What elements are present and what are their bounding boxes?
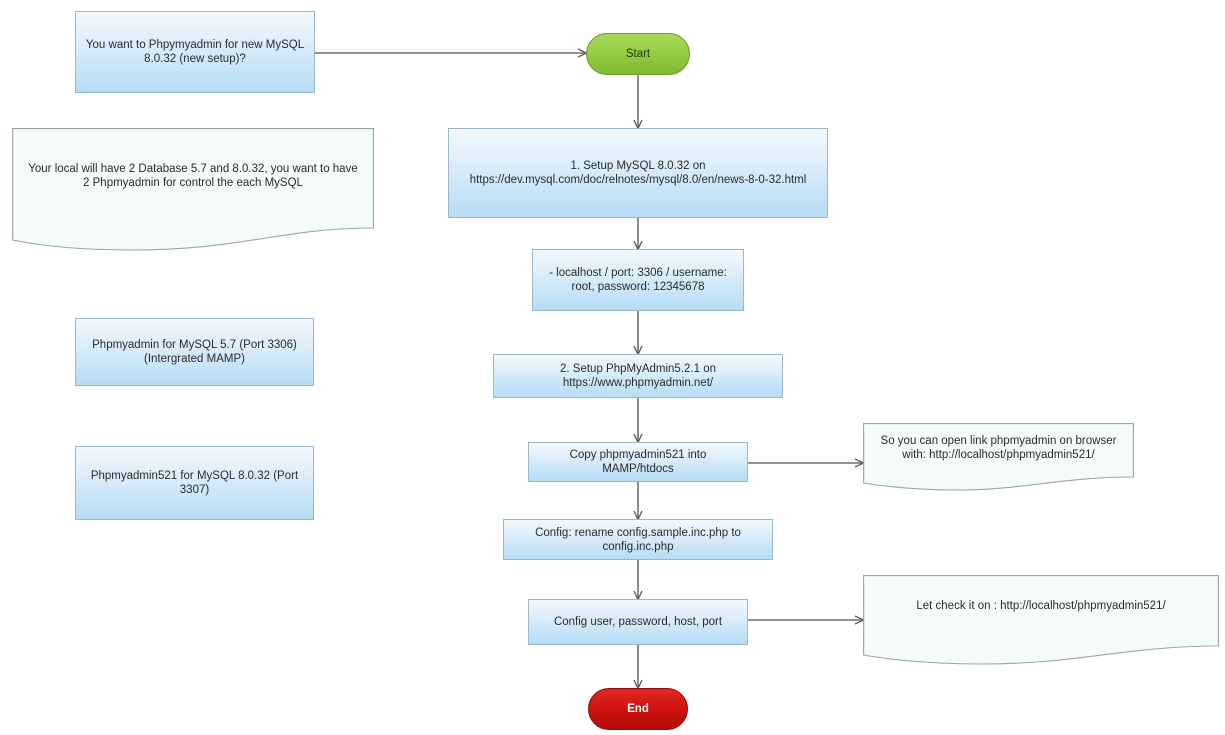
- node-check-it-note-label: Let check it on : http://localhost/phpmy…: [916, 600, 1166, 612]
- document-shape-check-it: [863, 575, 1219, 665]
- node-setup-mysql[interactable]: 1. Setup MySQL 8.0.32 on https://dev.mys…: [448, 128, 828, 218]
- node-setup-phpmyadmin[interactable]: 2. Setup PhpMyAdmin5.2.1 on https://www.…: [493, 354, 783, 398]
- node-pma-521-note-label: Phpmyadmin521 for MySQL 8.0.32 (Port 330…: [90, 470, 299, 496]
- node-open-link-note-label: So you can open link phpmyadmin on brows…: [880, 435, 1117, 461]
- node-setup-mysql-label: 1. Setup MySQL 8.0.32 on https://dev.mys…: [469, 160, 807, 186]
- node-pma-57-note-label: Phpmyadmin for MySQL 5.7 (Port 3306) (In…: [92, 339, 297, 365]
- document-shape-open-link: [863, 423, 1134, 491]
- node-pma-521-note[interactable]: Phpmyadmin521 for MySQL 8.0.32 (Port 330…: [75, 446, 314, 520]
- node-pma-57-note[interactable]: Phpmyadmin for MySQL 5.7 (Port 3306) (In…: [75, 318, 314, 386]
- node-local-db-note-label: Your local will have 2 Database 5.7 and …: [28, 163, 358, 189]
- node-copy-to-htdocs-label: Copy phpmyadmin521 into MAMP/htdocs: [569, 449, 707, 475]
- node-question-note-label: You want to Phpymyadmin for new MySQL 8.…: [85, 39, 305, 65]
- node-rename-config[interactable]: Config: rename config.sample.inc.php to …: [503, 519, 773, 560]
- node-config-user[interactable]: Config user, password, host, port: [528, 599, 748, 645]
- node-end-label: End: [627, 703, 649, 715]
- node-start-label: Start: [625, 48, 651, 60]
- node-end[interactable]: End: [588, 688, 688, 730]
- node-copy-to-htdocs[interactable]: Copy phpmyadmin521 into MAMP/htdocs: [528, 442, 748, 482]
- node-config-user-label: Config user, password, host, port: [553, 616, 723, 628]
- node-local-db-note[interactable]: Your local will have 2 Database 5.7 and …: [12, 128, 374, 251]
- document-shape-local-db: [12, 128, 374, 251]
- node-credentials-label: - localhost / port: 3306 / username: roo…: [549, 267, 727, 293]
- node-open-link-note[interactable]: So you can open link phpmyadmin on brows…: [863, 423, 1134, 491]
- node-check-it-note[interactable]: Let check it on : http://localhost/phpmy…: [863, 575, 1219, 665]
- node-question-note[interactable]: You want to Phpymyadmin for new MySQL 8.…: [75, 11, 315, 93]
- node-rename-config-label: Config: rename config.sample.inc.php to …: [535, 526, 741, 553]
- node-start[interactable]: Start: [586, 33, 690, 75]
- node-setup-phpmyadmin-label: 2. Setup PhpMyAdmin5.2.1 on https://www.…: [560, 363, 716, 389]
- node-credentials[interactable]: - localhost / port: 3306 / username: roo…: [532, 249, 744, 311]
